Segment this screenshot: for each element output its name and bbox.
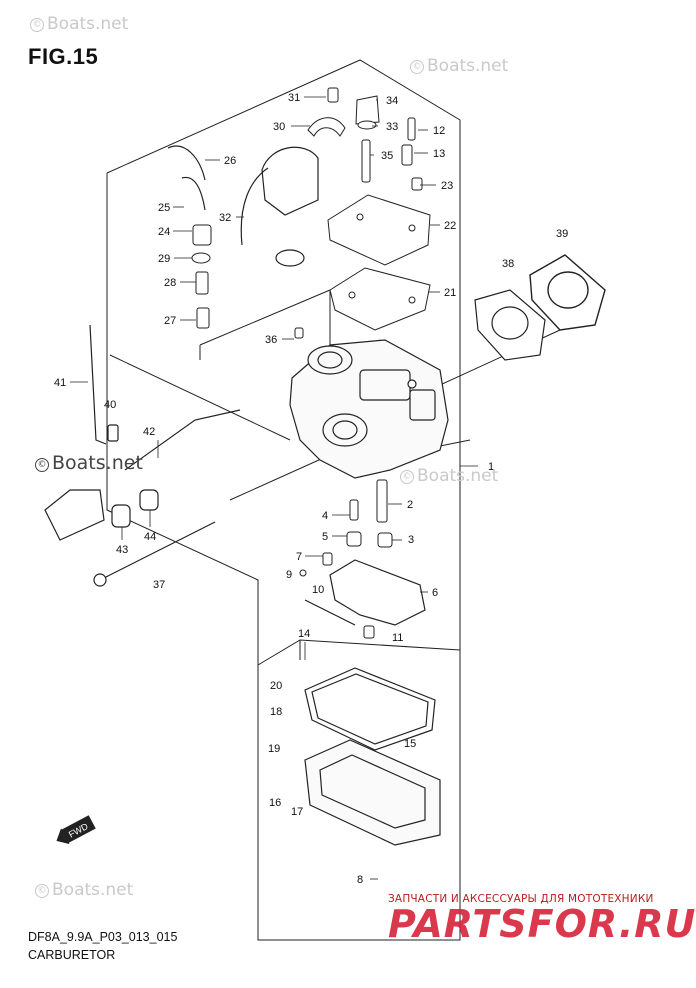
top-parts: [294, 87, 423, 339]
label-43: 43: [116, 544, 128, 556]
watermark: ©Boats.net: [30, 14, 128, 34]
label-27: 27: [164, 315, 176, 327]
gasket-38: [474, 289, 546, 361]
label-15: 15: [404, 738, 416, 750]
assembly-frame: [106, 59, 461, 941]
label-42: 42: [143, 426, 155, 438]
float: [304, 559, 426, 626]
label-23: 23: [441, 180, 453, 192]
watermark: ©Boats.net: [400, 466, 498, 486]
gasket-39: [529, 254, 606, 331]
label-20: 20: [270, 680, 282, 692]
copyright-icon: ©: [410, 60, 424, 74]
linkage-parts: [44, 324, 241, 587]
copyright-icon: ©: [35, 884, 49, 898]
label-39: 39: [556, 228, 568, 240]
label-5: 5: [322, 531, 328, 543]
hoses: [167, 145, 269, 246]
figure-code: DF8A_9.9A_P03_013_015: [28, 930, 178, 944]
figure-title: FIG.15: [28, 44, 99, 69]
watermark: ©Boats.net: [35, 880, 133, 900]
label-41: 41: [54, 377, 66, 389]
label-33: 33: [386, 121, 398, 133]
label-4: 4: [322, 510, 328, 522]
watermark: ©Boats.net: [35, 452, 143, 474]
label-28: 28: [164, 277, 176, 289]
label-29: 29: [158, 253, 170, 265]
label-40: 40: [104, 399, 116, 411]
gasket-21: [329, 267, 431, 331]
label-2: 2: [407, 499, 413, 511]
label-30: 30: [273, 121, 285, 133]
label-25: 25: [158, 202, 170, 214]
label-18: 18: [270, 706, 282, 718]
copyright-icon: ©: [35, 458, 49, 472]
fwd-direction-badge: FWD: [56, 815, 96, 845]
label-35: 35: [381, 150, 393, 162]
label-16: 16: [269, 797, 281, 809]
small-parts-left: [191, 224, 212, 329]
label-38: 38: [502, 258, 514, 270]
label-36: 36: [265, 334, 277, 346]
label-22: 22: [444, 220, 456, 232]
label-10: 10: [312, 584, 324, 596]
label-1: 1: [488, 461, 494, 473]
shop-caption: ЗАПЧАСТИ И АКСЕССУАРЫ ДЛЯ МОТОТЕХНИКИ: [388, 893, 654, 905]
label-32: 32: [219, 212, 231, 224]
label-34: 34: [386, 95, 398, 107]
float-chamber-gasket: [304, 667, 436, 751]
copyright-icon: ©: [30, 18, 44, 32]
label-7: 7: [296, 551, 302, 563]
label-14: 14: [298, 628, 310, 640]
label-3: 3: [408, 534, 414, 546]
copyright-icon: ©: [400, 470, 414, 484]
label-31: 31: [288, 92, 300, 104]
label-26: 26: [224, 155, 236, 167]
label-11: 11: [392, 632, 403, 644]
float-chamber: [304, 739, 441, 846]
label-24: 24: [158, 226, 170, 238]
label-21: 21: [444, 287, 456, 299]
label-37: 37: [153, 579, 165, 591]
label-17: 17: [291, 806, 303, 818]
float-chamber-frame: [257, 639, 461, 666]
label-13: 13: [433, 148, 445, 160]
callout-labels: 1 2 3 4 5 6 7 8 9 10 11 12 13 14 15 16 1…: [54, 92, 568, 886]
carburetor-body: [289, 339, 449, 479]
watermark: ©Boats.net: [410, 56, 508, 76]
label-6: 6: [432, 587, 438, 599]
figure-name: CARBURETOR: [28, 948, 116, 962]
shop-logo[interactable]: PARTSFOR.RU: [388, 902, 696, 946]
gasket-22: [327, 194, 431, 266]
label-44: 44: [144, 531, 156, 543]
label-19: 19: [268, 743, 280, 755]
label-12: 12: [433, 125, 445, 137]
label-8: 8: [357, 874, 363, 886]
choke-solenoid: [261, 146, 319, 267]
label-9: 9: [286, 569, 292, 581]
